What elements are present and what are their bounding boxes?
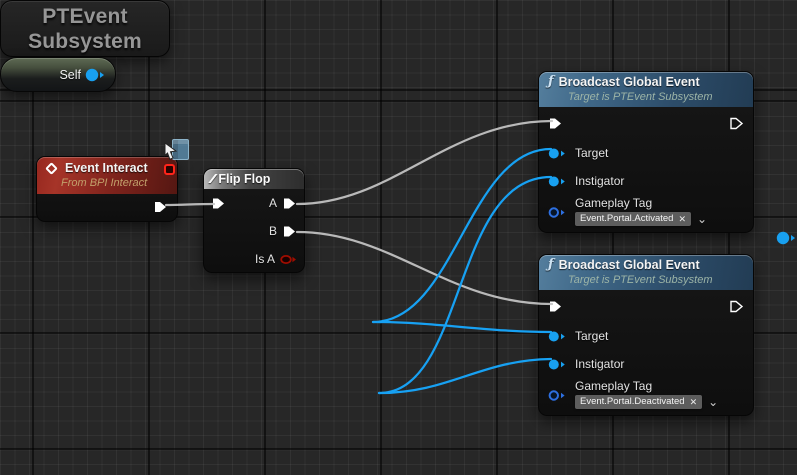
- flipflop-is-a-bool-pin[interactable]: [280, 253, 297, 266]
- gameplay-tag-value: Event.Portal.Activated: [580, 213, 674, 224]
- gameplay-tag-chip[interactable]: Event.Portal.Deactivated ✕: [575, 395, 703, 409]
- node-ptevent-subsystem[interactable]: PTEvent Subsystem: [0, 0, 795, 244]
- broadcast1-subtitle: Target is PTEvent Subsystem: [568, 91, 713, 103]
- event-interact-subtitle: From BPI Interact: [61, 177, 148, 189]
- self-label: Self: [59, 67, 81, 82]
- broadcast1-gameplay-tag-label: Gameplay Tag: [575, 196, 653, 210]
- broadcast1-instigator-label: Instigator: [575, 174, 625, 188]
- broadcast1-exec-in-pin[interactable]: [548, 116, 563, 131]
- gameplay-tag-value: Event.Portal.Deactivated: [580, 396, 685, 407]
- broadcast2-exec-in-pin[interactable]: [548, 299, 563, 314]
- broadcast2-instigator-label: Instigator: [575, 357, 625, 371]
- broadcast2-title: Broadcast Global Event: [558, 258, 700, 272]
- broadcast1-title: Broadcast Global Event: [558, 75, 700, 89]
- event-icon: [45, 161, 58, 175]
- broadcast2-subtitle: Target is PTEvent Subsystem: [568, 274, 713, 286]
- flipflop-a-out-pin[interactable]: [282, 196, 297, 211]
- broadcast2-gameplay-tag-label: Gameplay Tag: [575, 379, 653, 393]
- event-interact-title: Event Interact: [65, 161, 148, 175]
- ptevent-subsystem-out-pin[interactable]: [776, 231, 796, 245]
- pin-label-is-a: Is A: [254, 252, 275, 266]
- flip-flop-header[interactable]: ∕∕ Flip Flop: [204, 169, 304, 189]
- input-binding-icon: [162, 139, 189, 164]
- gameplay-tag-chip[interactable]: Event.Portal.Activated ✕: [575, 212, 692, 226]
- flipflop-exec-in-pin[interactable]: [211, 196, 226, 211]
- wire-self-to-broadcast1-instigator[interactable]: [377, 175, 553, 395]
- wire-self-to-broadcast2-instigator[interactable]: [377, 357, 553, 395]
- flipflop-icon: ∕∕: [211, 171, 215, 186]
- node-self[interactable]: Self: [0, 57, 116, 92]
- broadcast2-header[interactable]: ƒ Broadcast Global Event Target is PTEve…: [539, 255, 753, 290]
- broadcast2-target-pin[interactable]: [548, 330, 566, 343]
- flipflop-b-out-pin[interactable]: [282, 224, 297, 239]
- wire-exec-flipflop-a-to-broadcast1[interactable]: [295, 119, 554, 206]
- function-icon: ƒ: [548, 257, 554, 272]
- broadcast1-target-label: Target: [575, 146, 609, 160]
- wire-ptevent-to-broadcast2-target[interactable]: [371, 320, 553, 334]
- broadcast2-target-label: Target: [575, 329, 609, 343]
- event-interact-header[interactable]: Event Interact From BPI Interact: [37, 157, 177, 194]
- broadcast1-exec-out-pin[interactable]: [729, 116, 744, 131]
- node-broadcast-global-event-activated[interactable]: ƒ Broadcast Global Event Target is PTEve…: [538, 71, 754, 233]
- chevron-down-icon[interactable]: ⌄: [697, 212, 708, 226]
- node-event-interact[interactable]: Event Interact From BPI Interact: [36, 139, 189, 222]
- broadcast1-gameplay-tag-pin[interactable]: [548, 206, 566, 219]
- function-icon: ƒ: [548, 74, 554, 89]
- chevron-down-icon[interactable]: ⌄: [708, 395, 719, 409]
- red-status-badge: [164, 164, 175, 175]
- broadcast1-instigator-pin[interactable]: [548, 175, 566, 188]
- remove-tag-icon[interactable]: ✕: [678, 214, 687, 224]
- cursor-arrow-icon: [164, 142, 178, 160]
- broadcast2-exec-out-pin[interactable]: [729, 299, 744, 314]
- node-flip-flop[interactable]: ∕∕ Flip Flop A B: [203, 168, 305, 273]
- broadcast1-target-pin[interactable]: [548, 147, 566, 160]
- pin-label-b: B: [268, 224, 277, 238]
- wire-exec-flipflop-b-to-broadcast2[interactable]: [295, 230, 554, 306]
- remove-tag-icon[interactable]: ✕: [689, 397, 698, 407]
- node-broadcast-global-event-deactivated[interactable]: ƒ Broadcast Global Event Target is PTEve…: [538, 254, 754, 416]
- broadcast2-gameplay-tag-pin[interactable]: [548, 389, 566, 402]
- broadcast1-header[interactable]: ƒ Broadcast Global Event Target is PTEve…: [539, 72, 753, 107]
- self-out-pin[interactable]: [85, 68, 105, 82]
- broadcast2-instigator-pin[interactable]: [548, 358, 566, 371]
- flip-flop-title: Flip Flop: [218, 172, 271, 186]
- wire-ptevent-to-broadcast1-target[interactable]: [371, 147, 553, 324]
- exec-out-pin[interactable]: [153, 200, 168, 215]
- ptevent-subsystem-label: PTEvent Subsystem: [28, 4, 142, 53]
- pin-label-a: A: [268, 196, 277, 210]
